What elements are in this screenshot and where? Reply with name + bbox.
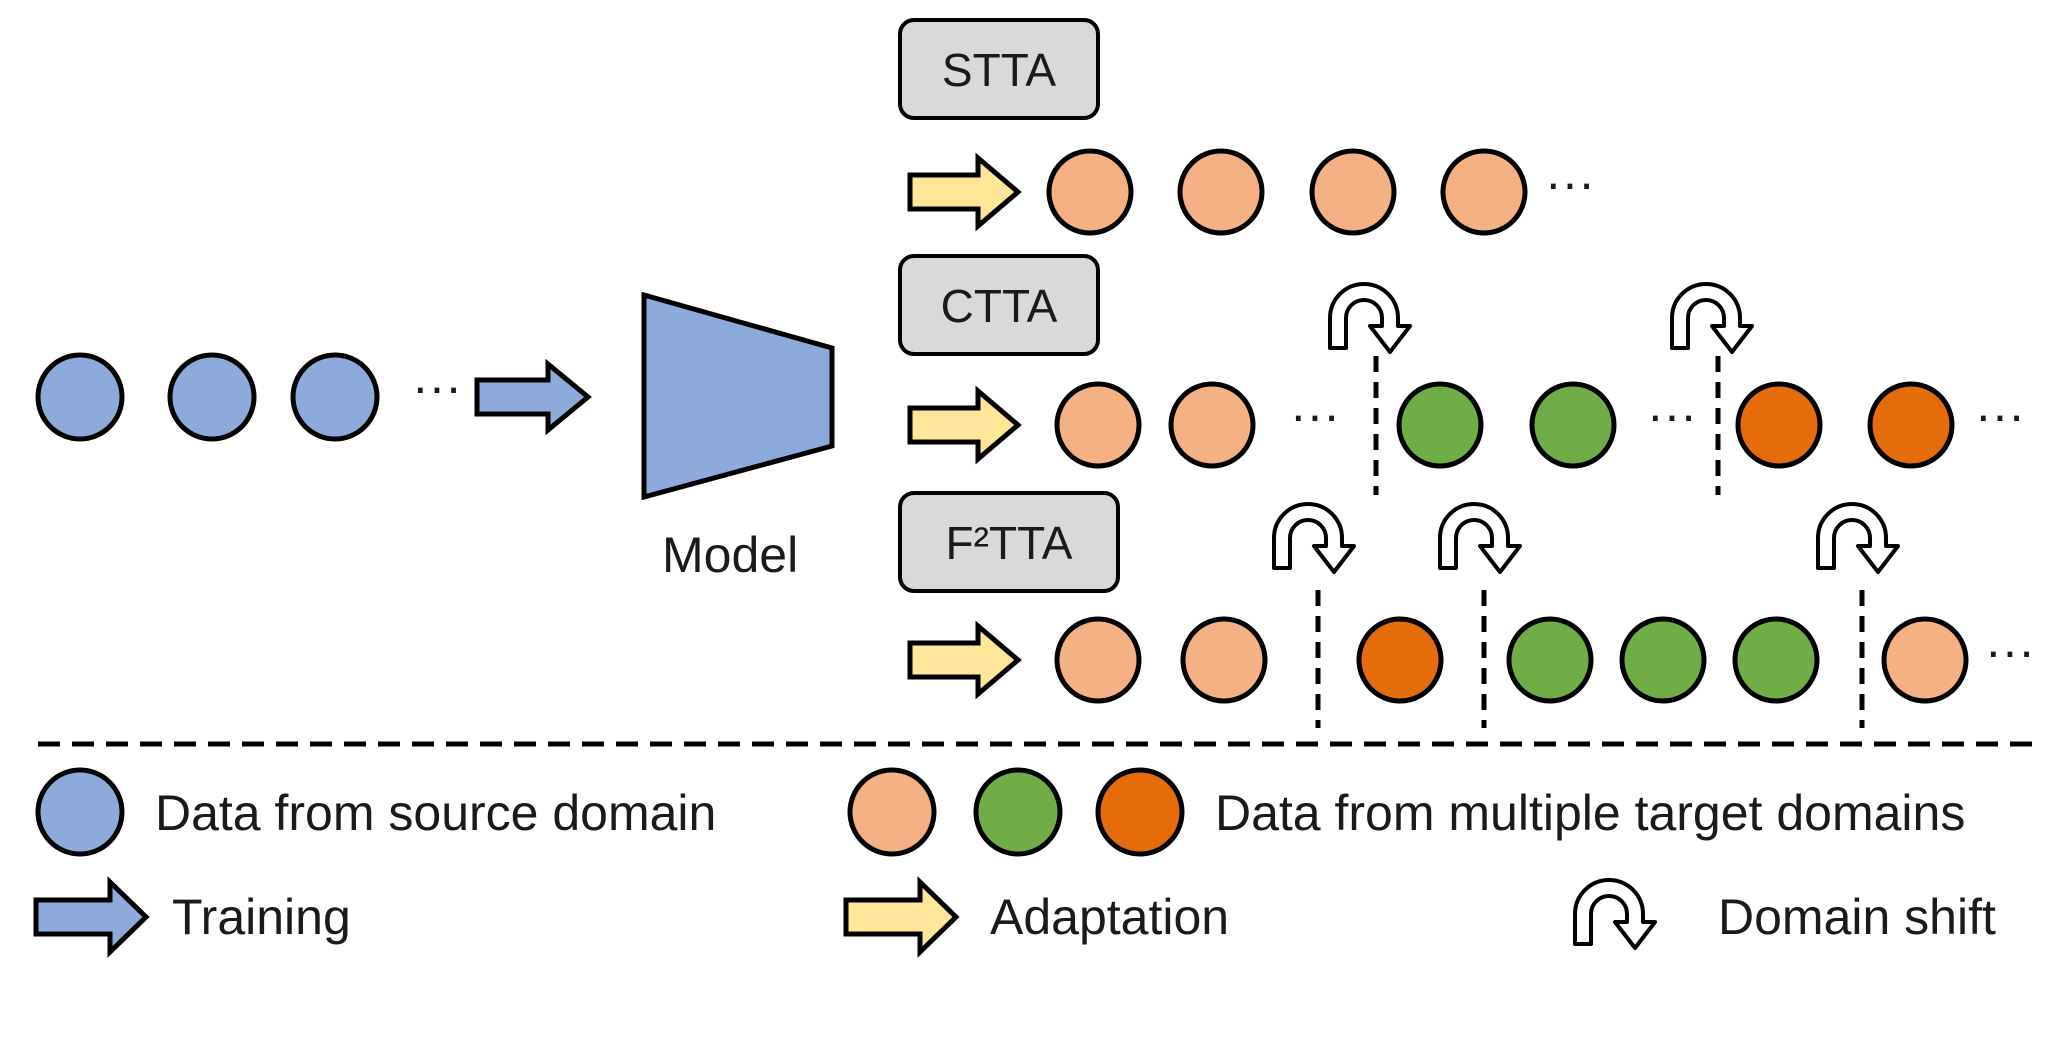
legend-target-swatch [1095, 767, 1185, 857]
source-sample [167, 352, 257, 442]
row-f2tta: F²TTA ··· [898, 491, 2035, 728]
legend-source-label: Data from source domain [155, 785, 716, 841]
model-trapezoid [641, 291, 835, 501]
target-sample [1881, 616, 1969, 704]
domain-shift-icon [1573, 878, 1657, 950]
domain-shift-icon [1438, 502, 1522, 574]
tag-box [898, 18, 1100, 120]
target-sample [1046, 148, 1134, 236]
row-stta: STTA ··· [898, 18, 1595, 236]
training-arrow-icon [33, 876, 150, 958]
source-sample [35, 352, 125, 442]
target-sample [1054, 381, 1142, 469]
target-sample [1506, 616, 1594, 704]
adaptation-arrow-icon [907, 620, 1022, 700]
model: Model [641, 291, 835, 583]
ellipsis: ··· [1975, 387, 2025, 443]
ellipsis: ··· [1647, 387, 1697, 443]
domain-shift-icon [1328, 282, 1412, 354]
legend-target-label: Data from multiple target domains [1215, 785, 1965, 841]
target-sample [1529, 381, 1617, 469]
tag-label: STTA [942, 44, 1056, 96]
target-sample [1732, 616, 1820, 704]
target-sample [1054, 616, 1142, 704]
target-sample [1180, 616, 1268, 704]
legend-source-swatch [35, 767, 125, 857]
row-ctta: CTTA ··· ··· ··· [898, 254, 2025, 495]
legend-shift-label: Domain shift [1718, 889, 1996, 945]
adaptation-arrow-icon [843, 876, 960, 958]
legend-training-label: Training [172, 889, 351, 945]
source-stream: ··· [35, 352, 592, 442]
target-sample [1356, 616, 1444, 704]
target-sample [1177, 148, 1265, 236]
target-sample [1735, 381, 1823, 469]
target-sample [1619, 616, 1707, 704]
tag-box [898, 254, 1100, 356]
tag-box [898, 491, 1120, 593]
training-arrow-icon [474, 358, 592, 436]
target-sample [1309, 148, 1397, 236]
target-sample [1867, 381, 1955, 469]
domain-shift-icon [1670, 282, 1754, 354]
ellipsis: ··· [1290, 387, 1340, 443]
domain-shift-icon [1816, 502, 1900, 574]
adaptation-arrow-icon [907, 152, 1022, 232]
model-label: Model [662, 527, 798, 583]
ellipsis: ··· [1985, 623, 2035, 679]
legend-target-swatch [973, 767, 1063, 857]
legend: Data from source domain Data from multip… [33, 767, 1996, 958]
ellipsis: ··· [1545, 155, 1595, 211]
source-sample [290, 352, 380, 442]
domain-shift-icon [1272, 502, 1356, 574]
target-sample [1396, 381, 1484, 469]
legend-target-swatch [847, 767, 937, 857]
source-ellipsis: ··· [412, 359, 462, 415]
adaptation-arrow-icon [907, 385, 1022, 465]
tag-label: F²TTA [946, 517, 1073, 569]
tag-label: CTTA [941, 280, 1058, 332]
legend-adaptation-label: Adaptation [990, 889, 1229, 945]
target-sample [1168, 381, 1256, 469]
target-sample [1440, 148, 1528, 236]
